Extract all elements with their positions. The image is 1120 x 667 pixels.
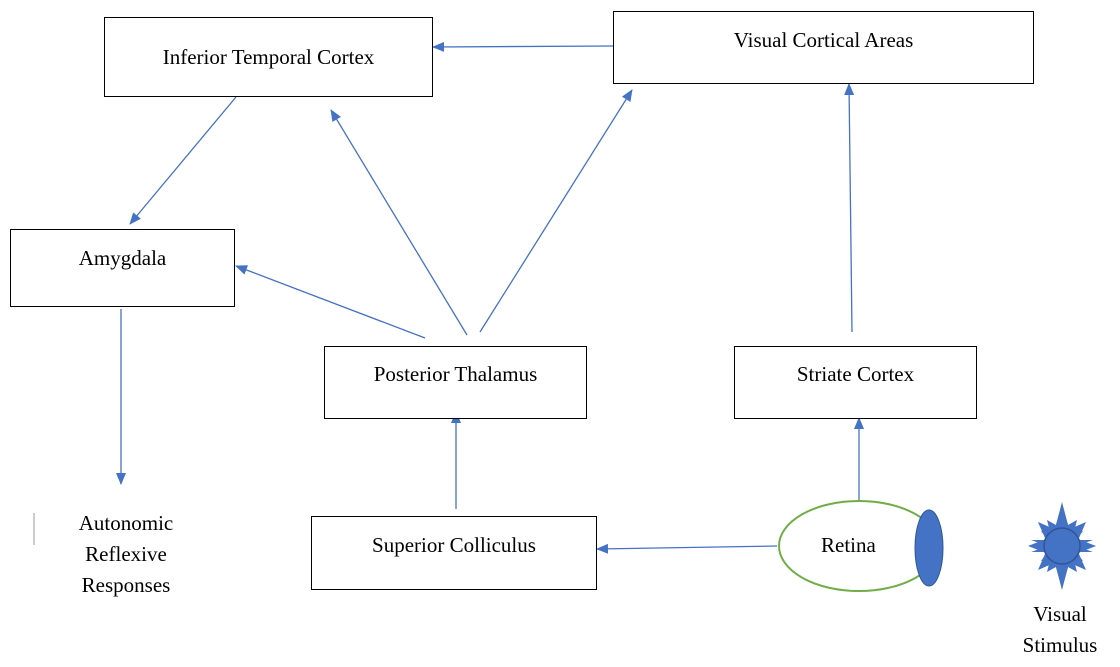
arrow-visual-cortical-to-inferior-temporal: [432, 41, 614, 52]
retina-lens: [914, 509, 944, 587]
node-label: Amygdala: [78, 246, 167, 270]
node-label: Posterior Thalamus: [373, 362, 538, 386]
node-superior-colliculus: Superior Colliculus: [311, 516, 597, 590]
responses-line-1: Autonomic: [78, 511, 174, 535]
responses-line-2: Reflexive: [85, 542, 167, 566]
node-label: Superior Colliculus: [372, 533, 536, 557]
visual-stimulus-label: Visual Stimulus: [1000, 599, 1120, 661]
node-posterior-thalamus: Posterior Thalamus: [324, 346, 587, 419]
node-label: Striate Cortex: [796, 362, 915, 386]
node-label: Visual Cortical Areas: [733, 28, 914, 52]
node-visual-cortical-areas: Visual Cortical Areas: [613, 11, 1034, 84]
stimulus-sun-icon: [1028, 502, 1096, 590]
retina-label: Retina: [821, 533, 876, 557]
arrow-thalamus-to-inferior-temporal: [330, 109, 468, 336]
stimulus-line-2: Stimulus: [1022, 633, 1098, 657]
arrow-thalamus-to-amygdala: [235, 265, 426, 339]
autonomic-responses-label: Autonomic Reflexive Responses: [46, 508, 206, 601]
arrow-inferior-temporal-to-amygdala: [129, 96, 237, 225]
node-inferior-temporal-cortex: Inferior Temporal Cortex: [104, 17, 433, 97]
arrow-retina-to-colliculus: [596, 543, 778, 554]
responses-line-3: Responses: [81, 573, 171, 597]
node-amygdala: Amygdala: [10, 229, 235, 307]
node-striate-cortex: Striate Cortex: [734, 346, 977, 419]
node-label: Inferior Temporal Cortex: [162, 44, 375, 69]
arrow-striate-to-visual-cortical: [844, 83, 855, 333]
arrow-thalamus-to-visual-cortical: [479, 89, 633, 333]
stimulus-line-1: Visual: [1033, 602, 1087, 626]
